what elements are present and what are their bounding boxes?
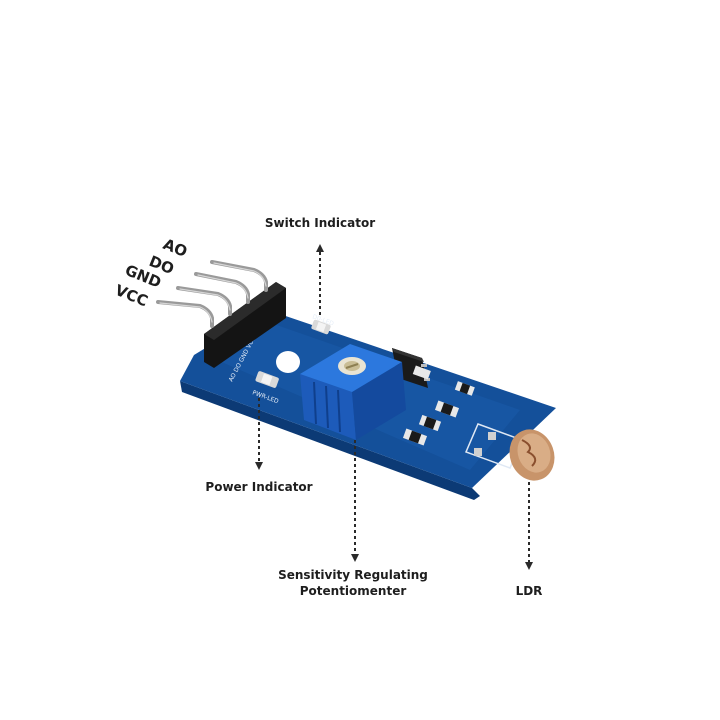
- sensor-module: AO DO GND VCC D0-LED PWR-LED: [156, 260, 556, 500]
- label-switch-indicator: Switch Indicator: [265, 216, 375, 230]
- arrowhead-potentiometer: [351, 554, 359, 562]
- potentiometer-side: [352, 362, 406, 440]
- label-potentiometer-line1: Sensitivity Regulating: [278, 568, 428, 582]
- label-potentiometer-line2: Potentiomenter: [300, 584, 407, 598]
- smd-components: [402, 365, 475, 446]
- pin-header-housing: [204, 282, 286, 368]
- ldr-footprint: [464, 423, 524, 469]
- annotation-labels: Switch Indicator Power Indicator Sensiti…: [205, 216, 542, 598]
- ldr-photoresistor: [509, 429, 555, 481]
- potentiometer: [300, 344, 406, 440]
- pin-labels: AO DO GND VCC: [113, 235, 190, 310]
- pin-header: [156, 260, 286, 368]
- arrowhead-ldr: [525, 562, 533, 570]
- label-power-indicator: Power Indicator: [205, 480, 312, 494]
- leader-lines: [255, 244, 533, 570]
- pin-vcc: [156, 300, 214, 328]
- arrowhead-switch: [316, 244, 324, 252]
- label-ldr: LDR: [516, 584, 543, 598]
- arrowhead-power: [255, 462, 263, 470]
- pin-do: [194, 272, 250, 304]
- mounting-hole: [276, 351, 300, 373]
- pcb-edge: [180, 381, 480, 500]
- pin-ao: [210, 260, 268, 292]
- pin-gnd: [176, 286, 232, 316]
- power-led: [255, 371, 279, 388]
- switch-led: [311, 319, 331, 335]
